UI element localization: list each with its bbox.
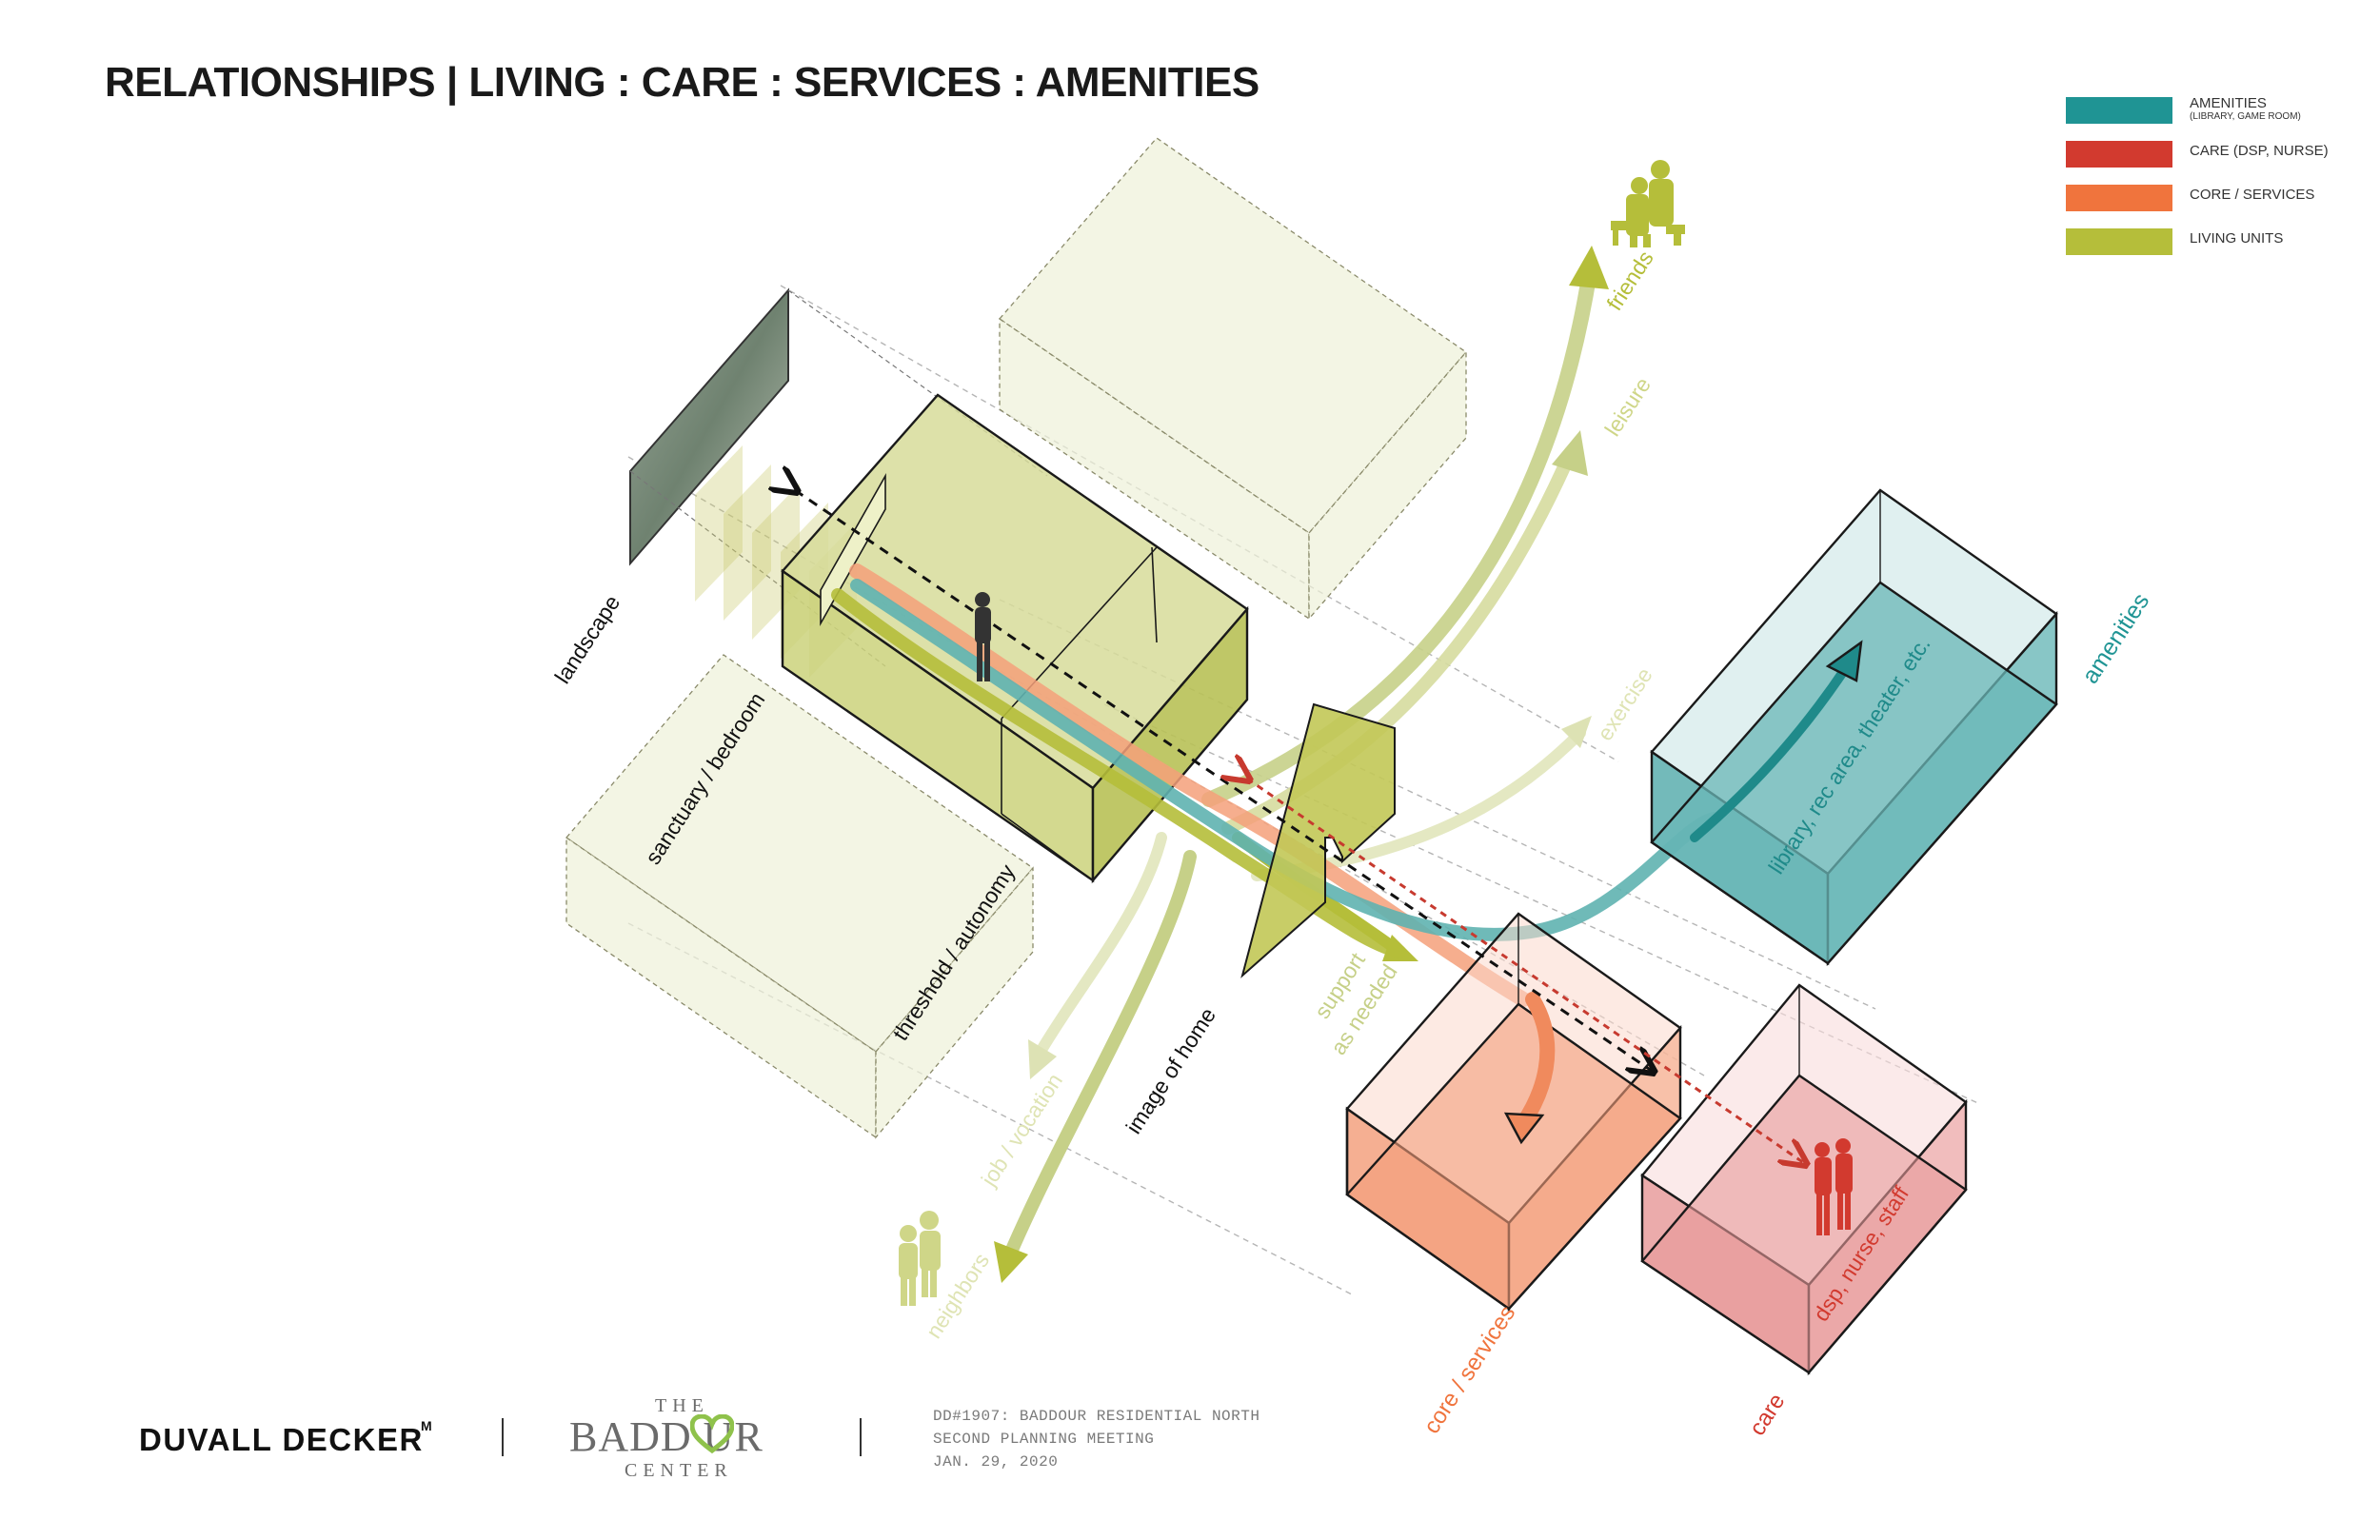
label-leisure: leisure — [1599, 373, 1656, 441]
dashed-arrows — [795, 490, 1804, 1163]
dashed-arrow-care — [1247, 779, 1804, 1163]
legend-swatch-living-units — [2066, 228, 2172, 255]
care-box — [1640, 983, 1968, 1376]
label-image-of-home: image of home — [1121, 1003, 1220, 1138]
firm-logo-mark: M — [421, 1418, 432, 1433]
page-title: RELATIONSHIPS | LIVING : CARE : SERVICES… — [105, 59, 1259, 106]
footer-divider-1 — [502, 1418, 504, 1456]
legend-swatch-amenities — [2066, 97, 2172, 124]
project-info-line-1: DD#1907: BADDOUR RESIDENTIAL NORTH — [933, 1408, 1260, 1425]
legend-swatch-care — [2066, 141, 2172, 168]
label-friends: friends — [1601, 247, 1657, 315]
label-exercise: exercise — [1592, 663, 1656, 745]
label-amenities: amenities — [2077, 588, 2155, 688]
project-info-line-2: SECOND PLANNING MEETING — [933, 1431, 1155, 1448]
label-care: care — [1744, 1389, 1790, 1440]
project-info: DD#1907: BADDOUR RESIDENTIAL NORTH SECON… — [933, 1405, 1259, 1473]
footer-divider-2 — [860, 1418, 862, 1456]
people-icon-neighbors — [899, 1211, 941, 1306]
label-core: core / services — [1418, 1301, 1520, 1438]
person-figure-resident — [975, 592, 991, 681]
legend: AMENITIES (LIBRARY, GAME ROOM) CARE (DSP… — [2066, 95, 2351, 270]
heart-icon — [690, 1414, 734, 1454]
legend-item-living-units: LIVING UNITS — [2066, 227, 2351, 270]
legend-item-care: CARE (DSP, NURSE) — [2066, 139, 2351, 183]
arrowhead-leisure — [1552, 430, 1588, 476]
legend-item-core-services: CORE / SERVICES — [2066, 183, 2351, 227]
people-icon-friends — [1611, 160, 1685, 247]
arrowhead-friends — [1569, 246, 1609, 289]
legend-label-core-services: CORE / SERVICES — [2190, 187, 2315, 203]
people-icon-care-staff — [1815, 1138, 1853, 1235]
legend-sublabel-amenities: (LIBRARY, GAME ROOM) — [2190, 111, 2301, 122]
org-logo-the: THE — [655, 1395, 709, 1416]
org-logo-name: BADD UR — [569, 1413, 764, 1460]
label-landscape: landscape — [549, 591, 625, 688]
arrowhead-neighbors — [994, 1241, 1028, 1283]
legend-label-care: CARE (DSP, NURSE) — [2190, 143, 2329, 159]
firm-logo: DUVALL DECKER — [139, 1422, 424, 1457]
project-info-line-3: JAN. 29, 2020 — [933, 1453, 1059, 1471]
legend-label-living-units: LIVING UNITS — [2190, 230, 2284, 247]
org-logo-center: CENTER — [625, 1460, 733, 1481]
legend-swatch-core-services — [2066, 185, 2172, 211]
legend-item-amenities: AMENITIES (LIBRARY, GAME ROOM) — [2066, 95, 2351, 139]
legend-label-amenities: AMENITIES — [2190, 95, 2267, 111]
